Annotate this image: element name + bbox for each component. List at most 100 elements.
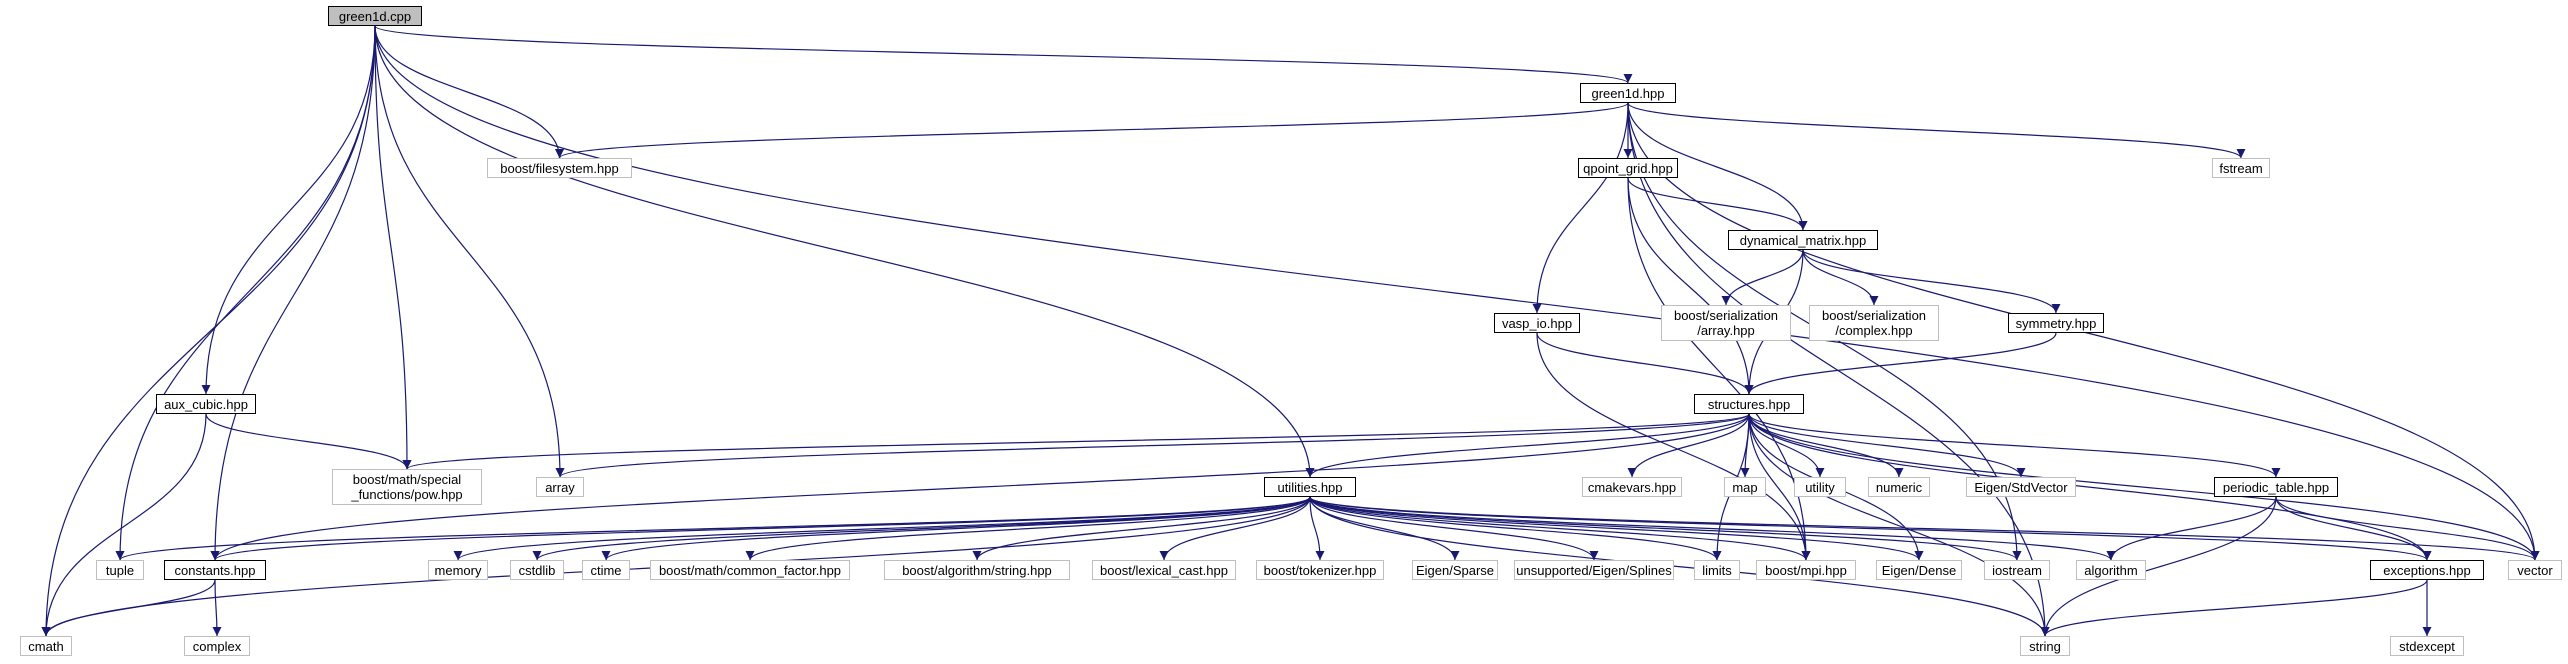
- edge-layer: [41, 25, 2540, 637]
- node-green1d-cpp[interactable]: green1d.cpp: [328, 6, 422, 26]
- edge-green1d_cpp-to-aux_cubic: [201, 25, 376, 395]
- edge-utilities-to-algorithm: [1309, 496, 2116, 561]
- node-fstream: fstream: [2212, 158, 2270, 178]
- edge-vasp_io-to-boost_mpi: [1536, 332, 1811, 561]
- edge-structures-to-exceptions: [1748, 413, 2432, 561]
- node-tuple: tuple: [96, 560, 144, 580]
- edge-utilities-to-tuple: [115, 496, 1311, 561]
- edge-periodic_table-to-vector: [2275, 496, 2540, 561]
- node-structures-hpp[interactable]: structures.hpp: [1694, 394, 1804, 414]
- node-eigen-sparse: Eigen/Sparse: [1412, 560, 1498, 580]
- node-numeric: numeric: [1868, 477, 1930, 497]
- node-boost-mpi-hpp: boost/mpi.hpp: [1756, 560, 1856, 580]
- edge-structures-to-boost_math_pow: [402, 413, 1750, 470]
- node-cmakevars-hpp: cmakevars.hpp: [1582, 477, 1682, 497]
- edge-utilities-to-boost_lexical_cast: [1159, 496, 1311, 561]
- edge-structures-to-string: [1748, 413, 2050, 637]
- node-memory: memory: [428, 560, 488, 580]
- edge-green1d_hpp-to-dynamical_matrix: [1627, 102, 1808, 231]
- edge-utilities-to-boost_common_factor: [745, 496, 1311, 561]
- edge-utilities-to-cstdlib: [532, 496, 1311, 561]
- edge-constants-to-complex: [212, 579, 222, 637]
- node-limits: limits: [1694, 560, 1740, 580]
- edge-periodic_table-to-algorithm: [2106, 496, 2277, 561]
- edge-periodic_table-to-exceptions: [2275, 496, 2432, 561]
- edge-structures-to-array: [555, 413, 1750, 478]
- edge-utilities-to-boost_mpi: [1309, 496, 1811, 561]
- edge-exceptions-to-string: [2040, 579, 2428, 637]
- node-cstdlib: cstdlib: [510, 560, 564, 580]
- edge-green1d_cpp-to-array: [374, 25, 565, 478]
- edge-aux_cubic-to-boost_math_pow: [205, 413, 412, 470]
- edge-structures-to-boost_mpi: [1748, 413, 1811, 561]
- edge-utilities-to-unsupported_splines: [1309, 496, 1599, 561]
- node-stdexcept: stdexcept: [2390, 636, 2464, 656]
- edge-structures-to-utilities: [1305, 413, 1750, 478]
- node-eigen-stdvector: Eigen/StdVector: [1966, 477, 2076, 497]
- node-constants-hpp[interactable]: constants.hpp: [164, 560, 266, 580]
- edge-utilities-to-string: [1309, 496, 2050, 637]
- edge-structures-to-periodic_table: [1748, 413, 2281, 478]
- node-iostream: iostream: [1984, 560, 2050, 580]
- node-vector: vector: [2508, 560, 2562, 580]
- edge-utilities-to-vector: [1309, 496, 2540, 561]
- edge-structures-to-constants: [210, 413, 1750, 561]
- edge-vasp_io-to-structures: [1536, 332, 1754, 395]
- edge-utilities-to-iostream: [1309, 496, 2022, 561]
- node-vasp-io-hpp[interactable]: vasp_io.hpp: [1494, 313, 1580, 333]
- edge-utilities-to-limits: [1309, 496, 1722, 561]
- node-periodic-table-hpp[interactable]: periodic_table.hpp: [2214, 477, 2338, 497]
- node-boost-math-special-functions-pow-hpp: boost/math/special _functions/pow.hpp: [332, 469, 482, 505]
- node-symmetry-hpp[interactable]: symmetry.hpp: [2008, 313, 2104, 333]
- edge-aux_cubic-to-cmath: [41, 413, 207, 637]
- node-array: array: [536, 477, 584, 497]
- node-unsupported-eigen-splines: unsupported/Eigen/Splines: [1514, 560, 1674, 580]
- edge-structures-to-utility: [1748, 413, 1825, 478]
- edge-green1d_cpp-to-green1d_hpp: [374, 25, 1633, 84]
- edge-structures-to-cmakevars: [1627, 413, 1750, 478]
- edge-structures-to-numeric: [1748, 413, 1904, 478]
- edge-green1d_cpp-to-cmath: [41, 25, 376, 637]
- edge-utilities-to-boost_algo_string: [972, 496, 1311, 561]
- edge-utilities-to-memory: [453, 496, 1311, 561]
- node-complex: complex: [184, 636, 250, 656]
- node-boost-filesystem-hpp: boost/filesystem.hpp: [487, 158, 632, 178]
- edge-green1d_cpp-to-boost_filesystem: [374, 25, 564, 159]
- edge-qpoint_grid-to-dynamical_matrix: [1627, 177, 1808, 231]
- node-cmath: cmath: [20, 636, 72, 656]
- edge-utilities-to-exceptions: [1309, 496, 2432, 561]
- node-ctime: ctime: [582, 560, 630, 580]
- edge-constants-to-cmath: [41, 579, 216, 637]
- edge-utilities-to-constants: [210, 496, 1311, 561]
- edge-dynamical_matrix-to-boost_ser_complex: [1802, 249, 1879, 306]
- edge-utilities-to-ctime: [601, 496, 1311, 561]
- edge-green1d_hpp-to-string: [1627, 102, 2050, 637]
- node-green1d-hpp[interactable]: green1d.hpp: [1580, 83, 1676, 103]
- edge-green1d_cpp-to-constants: [210, 25, 376, 561]
- edge-utilities-to-boost_tokenizer: [1309, 496, 1325, 561]
- node-boost-serialization-complex-hpp: boost/serialization /complex.hpp: [1809, 305, 1939, 341]
- node-qpoint-grid-hpp[interactable]: qpoint_grid.hpp: [1578, 158, 1678, 178]
- node-boost-math-common-factor-hpp: boost/math/common_factor.hpp: [650, 560, 850, 580]
- node-boost-tokenizer-hpp: boost/tokenizer.hpp: [1256, 560, 1384, 580]
- node-map: map: [1724, 477, 1766, 497]
- node-exceptions-hpp[interactable]: exceptions.hpp: [2370, 560, 2484, 580]
- edge-structures-to-vector: [1748, 413, 2540, 561]
- edge-green1d_hpp-to-vasp_io: [1532, 102, 1629, 314]
- node-utilities-hpp[interactable]: utilities.hpp: [1264, 477, 1356, 497]
- node-boost-lexical-cast-hpp: boost/lexical_cast.hpp: [1092, 560, 1236, 580]
- edge-symmetry-to-structures: [1744, 332, 2057, 395]
- edge-qpoint_grid-to-structures: [1627, 177, 1754, 395]
- edge-green1d_cpp-to-boost_math_pow: [374, 25, 412, 470]
- edge-structures-to-eigen_stdvector: [1748, 413, 2026, 478]
- node-boost-algorithm-string-hpp: boost/algorithm/string.hpp: [884, 560, 1070, 580]
- node-dynamical-matrix-hpp[interactable]: dynamical_matrix.hpp: [1728, 230, 1878, 250]
- edge-dynamical_matrix-to-boost_ser_array: [1721, 249, 1804, 306]
- edge-green1d_cpp-to-vector: [374, 25, 2540, 561]
- node-string: string: [2020, 636, 2070, 656]
- edge-dynamical_matrix-to-symmetry: [1802, 249, 2061, 314]
- edge-green1d_hpp-to-boost_filesystem: [555, 102, 1629, 159]
- node-boost-serialization-array-hpp: boost/serialization /array.hpp: [1661, 305, 1791, 341]
- node-aux-cubic-hpp[interactable]: aux_cubic.hpp: [156, 394, 256, 414]
